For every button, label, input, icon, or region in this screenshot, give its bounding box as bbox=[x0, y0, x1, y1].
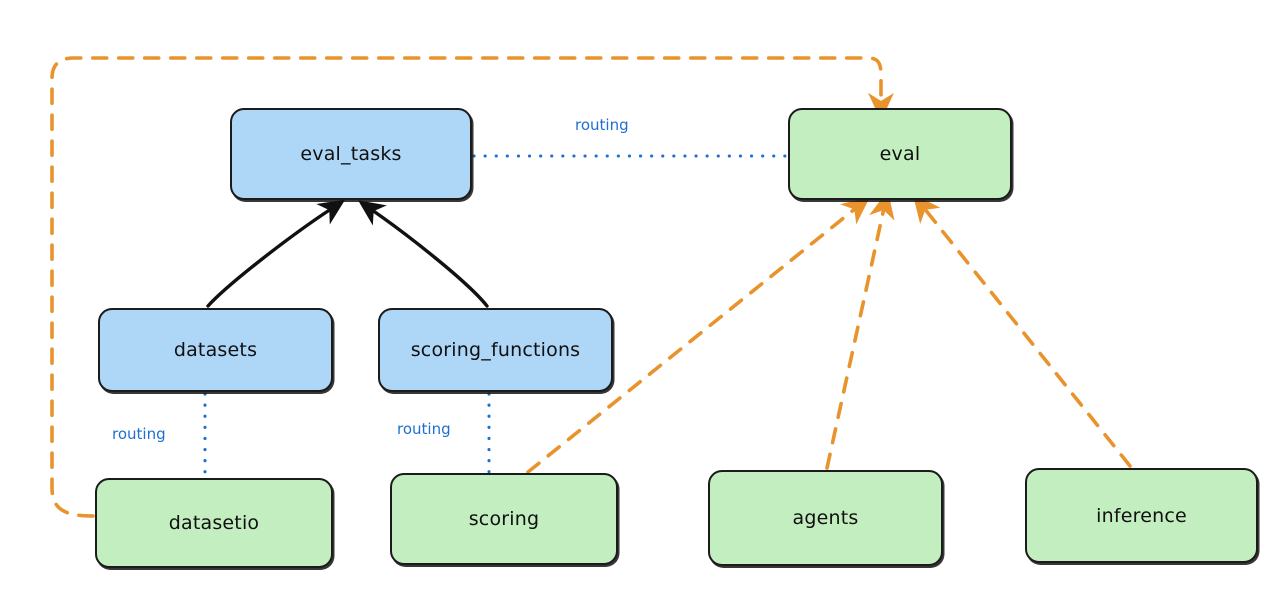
node-scoring[interactable]: scoring bbox=[390, 473, 618, 565]
edge-agents-to-eval bbox=[825, 190, 895, 470]
edge-inference-to-eval bbox=[912, 193, 1132, 468]
node-eval-label: eval bbox=[879, 143, 921, 165]
node-datasets-label: datasets bbox=[173, 339, 258, 361]
node-agents[interactable]: agents bbox=[708, 470, 943, 566]
node-datasetio-label: datasetio bbox=[168, 512, 260, 534]
edge-label-routing-scoring-functions-to-scoring: routing bbox=[397, 420, 451, 438]
edge-scoring-to-eval bbox=[526, 196, 871, 474]
node-eval[interactable]: eval bbox=[788, 108, 1012, 200]
node-inference-label: inference bbox=[1096, 504, 1187, 527]
node-datasets[interactable]: datasets bbox=[98, 308, 333, 392]
node-agents-label: agents bbox=[792, 507, 859, 529]
node-scoring-functions-label: scoring_functions bbox=[410, 339, 581, 361]
edge-label-routing-eval-tasks-to-eval: routing bbox=[575, 116, 629, 134]
edge-datasetio-to-eval bbox=[50, 56, 894, 518]
node-scoring-label: scoring bbox=[468, 508, 540, 530]
edge-datasets-to-eval-tasks bbox=[206, 199, 346, 308]
node-inference[interactable]: inference bbox=[1025, 468, 1258, 563]
node-eval-tasks-label: eval_tasks bbox=[300, 143, 402, 165]
node-datasetio[interactable]: datasetio bbox=[95, 478, 333, 568]
node-scoring-functions[interactable]: scoring_functions bbox=[378, 308, 613, 392]
edge-scoring-functions-to-eval-tasks bbox=[358, 200, 489, 308]
edge-label-routing-datasets-to-datasetio: routing bbox=[112, 425, 166, 443]
node-eval-tasks[interactable]: eval_tasks bbox=[230, 108, 472, 200]
